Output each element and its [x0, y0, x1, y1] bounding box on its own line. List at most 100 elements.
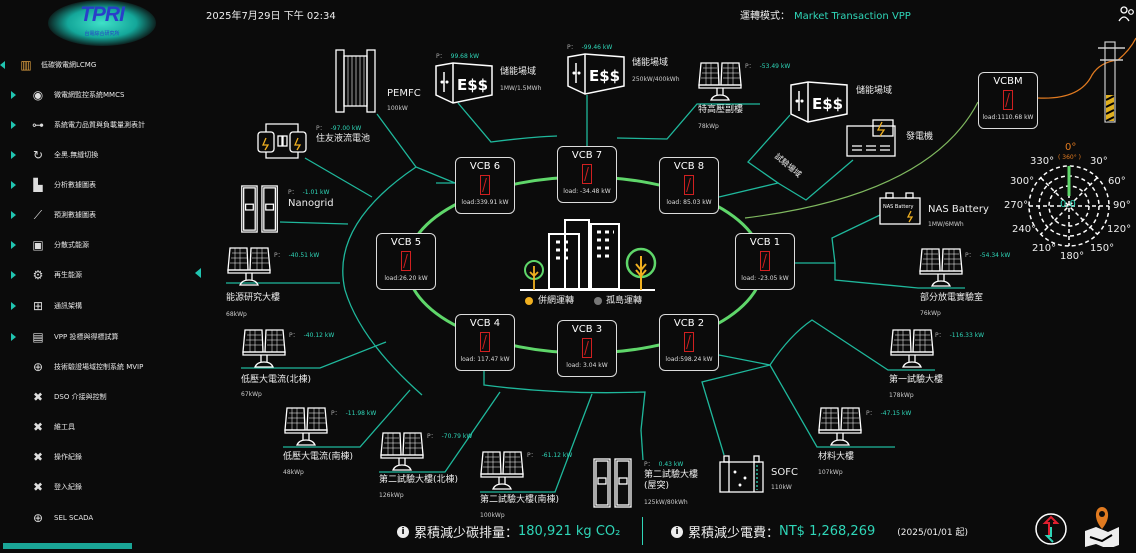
breaker-icon	[582, 164, 592, 184]
breaker-icon	[401, 251, 411, 271]
device-generator[interactable]: 發電機	[906, 132, 934, 142]
sidebar-item-login-log[interactable]: ✖登入紀錄	[0, 476, 190, 498]
expand-arrow-icon	[11, 151, 16, 159]
ess-icon	[567, 53, 625, 95]
grid-status-dot	[525, 297, 533, 305]
info-icon: i	[397, 525, 409, 538]
collapse-sidebar-icon[interactable]	[195, 268, 201, 278]
sidebar-item-mmcs[interactable]: ◉微電網監控系統MMCS	[0, 84, 190, 106]
sidebar-item-sel-scada[interactable]: ⊕SEL SCADA	[0, 507, 190, 529]
eye-icon: ◉	[32, 88, 44, 102]
globe-icon: ⊕	[32, 511, 44, 525]
nas-battery-icon	[879, 192, 921, 225]
book-icon: ▤	[32, 330, 44, 344]
breaker-icon	[480, 175, 490, 195]
generator-icon	[846, 119, 896, 157]
expand-arrow-icon	[11, 271, 16, 279]
sidebar-item-op-log[interactable]: ✖操作紀錄	[0, 446, 190, 468]
solar-panel-icon	[818, 407, 862, 446]
info-icon: i	[671, 525, 683, 538]
expand-arrow-icon	[11, 181, 16, 189]
legend-island: 孤島運轉	[606, 296, 643, 306]
solar-panel-icon	[890, 329, 934, 368]
solar-panel-icon	[480, 451, 524, 490]
footer-divider	[642, 517, 643, 545]
sidebar-item-power-quality[interactable]: ⊶系統電力品質與負載量測表計	[0, 114, 190, 136]
sidebar-item-renewable[interactable]: ⚙再生能源	[0, 264, 190, 286]
users-icon[interactable]	[1118, 6, 1136, 22]
solar-panel-icon	[380, 432, 424, 471]
ess-icon	[790, 81, 848, 123]
expand-arrow-icon	[11, 302, 16, 310]
sidebar-item-der[interactable]: ▣分散式能源	[0, 234, 190, 256]
solar-panel-icon	[919, 248, 963, 287]
globe-icon: ⊕	[32, 360, 44, 374]
nas-badge: NAS Battery	[883, 204, 913, 210]
breaker-icon	[480, 332, 490, 352]
tools-icon: ✖	[32, 480, 44, 494]
breaker-icon	[760, 251, 770, 271]
factory-icon: ▥	[20, 58, 32, 72]
expand-arrow-icon	[11, 91, 16, 99]
sidebar-item-vpp[interactable]: ▤VPP 投標與得標試算	[0, 326, 190, 348]
expand-arrow-icon	[11, 241, 16, 249]
line-chart-icon: ⟋	[33, 207, 43, 222]
cycle-icon: ↻	[32, 148, 44, 162]
nanogrid-cabinet-icon	[241, 185, 278, 233]
battery-icon: ▣	[32, 238, 44, 252]
expand-arrow-icon	[11, 211, 16, 219]
sidebar-item-mvip[interactable]: ⊕技術驗證場域控制系統 MVIP	[0, 356, 190, 378]
solar-panel-icon	[698, 62, 742, 101]
solar-panel-icon	[242, 329, 286, 368]
sofc-icon	[719, 455, 764, 493]
tools-icon: ✖	[32, 420, 44, 434]
device-ess3[interactable]: 儲能場域	[856, 86, 893, 96]
map-location-icon[interactable]	[1082, 505, 1122, 547]
expand-arrow-icon	[0, 61, 5, 69]
battery-cabinet-icon	[593, 458, 632, 508]
breaker-icon	[582, 338, 592, 358]
sidebar-item-dso[interactable]: ✖DSO 介接與控制	[0, 386, 190, 408]
tools-icon: ✖	[32, 450, 44, 464]
sidebar-item-forecast[interactable]: ⟋預測數據圖表	[0, 204, 190, 226]
breaker-icon	[1003, 90, 1013, 110]
sidebar-item-comm[interactable]: ⊞通訊架構	[0, 295, 190, 317]
datetime: 2025年7月29日 下午 02:34	[206, 11, 336, 22]
sidebar-item-lcmg[interactable]: ▥低碳微電網LCMG	[0, 54, 190, 76]
network-icon: ⊞	[32, 299, 44, 313]
transfer-arrows-icon[interactable]	[1034, 512, 1068, 546]
pemfc-icon	[335, 49, 376, 113]
solar-panel-icon	[227, 247, 271, 286]
legend-grid: 併網運轉	[538, 296, 575, 306]
bar-chart-icon: ▙	[33, 178, 43, 192]
ess-icon	[435, 62, 493, 104]
sidebar-scrollbar[interactable]	[3, 543, 132, 549]
building-icon	[520, 219, 655, 291]
gear-hand-icon: ⚙	[32, 268, 44, 282]
hierarchy-icon: ⊶	[32, 118, 44, 132]
sidebar-item-tools[interactable]: ✖維工具	[0, 416, 190, 438]
island-status-dot	[594, 297, 602, 305]
tree-icon	[524, 247, 657, 290]
sidebar-item-blackstart[interactable]: ↻全黑.無縫切換	[0, 144, 190, 166]
tools-icon: ✖	[32, 390, 44, 404]
sidebar-item-analysis[interactable]: ▙分析數據圖表	[0, 174, 190, 196]
flow-battery-icon	[257, 123, 307, 159]
expand-arrow-icon	[11, 333, 16, 341]
expand-arrow-icon	[11, 121, 16, 129]
solar-panel-icon	[284, 407, 328, 446]
breaker-icon	[684, 175, 694, 195]
